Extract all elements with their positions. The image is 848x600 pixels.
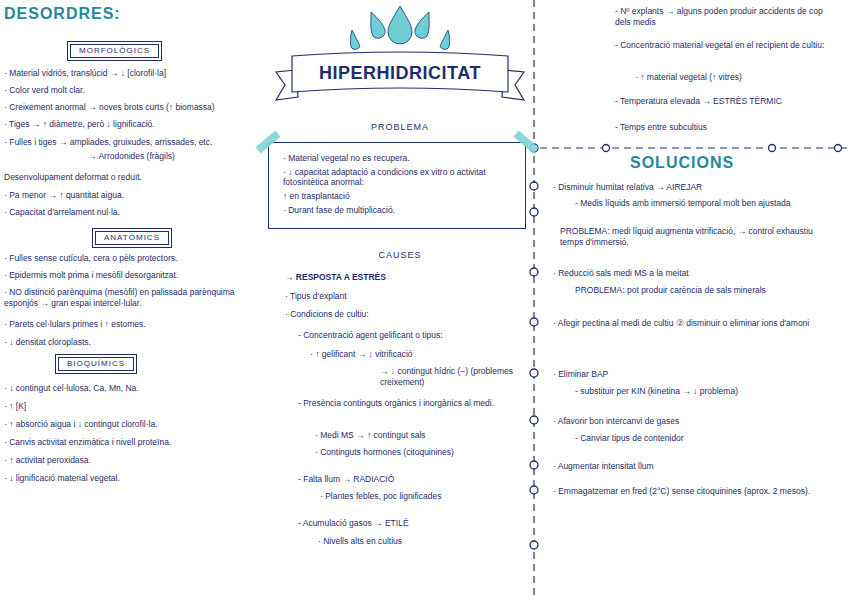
node-text: MORFOLÒGICS <box>79 46 150 56</box>
note-text: · Capacitat d'arrelament nul·la. <box>4 207 266 218</box>
section-divider <box>540 147 848 148</box>
note-text: · ↑ [K] <box>4 401 266 412</box>
water-drop <box>371 12 385 38</box>
note-text: · Tiges → ↑ diàmetre, però ↓ lignificaci… <box>4 119 266 130</box>
subheading: PROBLEMA <box>350 122 450 133</box>
note-text: · ↓ densitat cloroplasts. <box>4 337 266 348</box>
note-text: · ↑ absorció aigua i ↓ contingut clorofi… <box>4 419 266 430</box>
node-text: · Material vegetal no es recupera. <box>283 153 511 164</box>
subheading: CAUSES <box>350 250 450 261</box>
note-text: · Tipus d'explant <box>285 291 520 302</box>
note-text: · Creixement anormal → noves brots curts… <box>4 102 266 113</box>
note-text: PROBLEMA: medi líquid augmenta vitrifica… <box>560 226 835 247</box>
problem-box: · Material vegetal no es recupera. · ↓ ca… <box>268 142 526 229</box>
note-text: · ↑ material vegetal (↑ vitres) <box>635 72 835 83</box>
note-text: · Plantes febles, poc lignificades <box>320 491 520 502</box>
section-banner: BIOQUÍMICS <box>58 357 134 371</box>
title-ribbon <box>292 52 508 92</box>
bullet-dot <box>530 486 538 494</box>
note-text: - Temperatura elevada → ESTRÈS TÈRMIC <box>615 96 840 107</box>
note-text: · ↑ gelificant → ↓ vitrificació <box>310 349 520 360</box>
note-text: - substituir per KIN (kinetina → ↓ probl… <box>575 386 840 397</box>
note-text: - Falta llum → RADIACIÓ <box>298 474 523 485</box>
bullet-dot <box>769 145 776 152</box>
section-banner: MORFOLÒGICS <box>70 44 159 58</box>
note-text: - Medis líquids amb immersió temporal mo… <box>575 198 835 209</box>
note-text: · Afavorir bon intercanvi de gases <box>553 416 838 427</box>
note-text: - Nº explants → alguns poden produir acc… <box>615 6 840 27</box>
note-text: · Disminuir humitat relativa → AIREJAR <box>553 182 838 193</box>
node-text: ANATÒMICS <box>104 233 160 243</box>
note-text: - Temps entre subcultius <box>615 122 840 133</box>
bullet-dot <box>530 208 538 216</box>
note-text: → Arrodonides (fràgils) <box>88 151 258 162</box>
note-text: · Fulles i tiges → ampliades, gruixudes,… <box>4 137 266 148</box>
note-text: · Parets cel·lulars primes i ↑ estomes. <box>4 319 266 330</box>
node-text: · Durant fase de multiplicació. <box>283 205 511 216</box>
water-drop <box>388 6 412 44</box>
note-text: - Canviar tipus de contenidor <box>575 433 840 444</box>
note-text: · Condicions de cultiu: <box>285 309 520 320</box>
node-text: ↑ en trasplantació <box>283 191 511 202</box>
section-banner: ANATÒMICS <box>95 231 169 245</box>
note-text: → RESPOSTA A ESTRÈS <box>285 272 520 283</box>
note-text: · Medi MS → ↑ contingut sals <box>315 430 520 441</box>
note-text: - Presència continguts orgànics i inorgà… <box>298 398 523 409</box>
bullet-dot <box>530 318 538 326</box>
note-text: · Emmagatzemar en fred (2°C) sense citoq… <box>553 486 833 497</box>
note-text: · Augmentar intensitat llum <box>553 461 838 472</box>
note-text: · Continguts hormones (citoquinines) <box>315 447 520 458</box>
title-text: HIPERHIDRICITAT <box>292 62 508 84</box>
bullet-dot <box>530 541 538 549</box>
water-drop <box>415 12 429 38</box>
note-text: · ↑ activitat peroxidasa. <box>4 455 266 466</box>
note-text: → ↓ contingut hídric (−) (problemes crei… <box>380 366 525 387</box>
note-text: - Concentració agent gelificant o tipus: <box>298 330 523 341</box>
node-text: BIOQUÍMICS <box>67 359 125 369</box>
note-text: · Pa menor → ↑ quantitat aigua. <box>4 190 266 201</box>
note-text: · ↓ contingut cel·lulosa, Ca, Mn, Na. <box>4 383 266 394</box>
bullet-dot <box>530 416 538 424</box>
bullet-dot <box>530 461 538 469</box>
bullet-dot <box>835 145 842 152</box>
note-text: PROBLEMA: pot produir carència de sals m… <box>575 285 840 296</box>
node-text: · ↓ capacitat adaptació a condicions ex … <box>283 167 511 188</box>
note-text: · Fulles sense cutícula, cera o pèls pro… <box>4 253 266 264</box>
section-heading: DESORDRES: <box>4 4 164 24</box>
note-text: · Canvis activitat enzimàtica i nivell p… <box>4 437 266 448</box>
note-text: · Color verd molt clar. <box>4 85 266 96</box>
note-text: · NO distinció parènquima (mesòfil) en p… <box>4 287 266 308</box>
note-text: · Afegir pectina al medi de cultiu ② dis… <box>553 318 838 329</box>
bullet-dot <box>603 145 610 152</box>
note-text: · Epidermis molt prima i mesòfil desorga… <box>4 270 266 281</box>
bullet-dot <box>530 268 538 276</box>
note-text: - Concentració material vegetal en el re… <box>615 40 840 51</box>
water-drop <box>350 30 360 49</box>
bullet-dot <box>530 182 538 190</box>
note-text: - Acumulació gasos → ETILÈ <box>298 518 523 529</box>
water-drop <box>440 30 450 49</box>
note-text: · ↓ lignificació material vegetal. <box>4 473 266 484</box>
note-text: · Eliminar BAP <box>553 369 838 380</box>
note-text: Desenvolupament deformat o reduït. <box>4 172 266 183</box>
note-text: · Material vidriós, translúcid → ↓ [clor… <box>4 68 266 79</box>
column-divider <box>533 0 534 600</box>
note-text: · Reducció sals medi MS a la meitat <box>553 268 838 279</box>
section-heading: SOLUCIONS <box>630 153 790 173</box>
note-text: · Nivells alts en cultius <box>318 536 518 547</box>
bullet-dot <box>530 369 538 377</box>
